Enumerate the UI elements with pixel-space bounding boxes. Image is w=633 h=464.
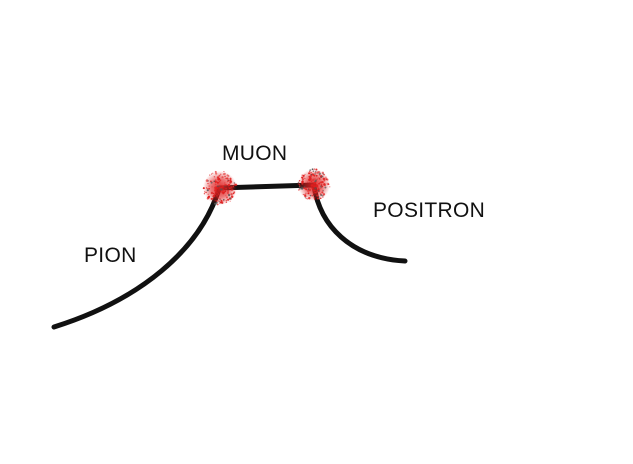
positron-track [311, 183, 408, 264]
muon-decay-vertex [297, 168, 331, 201]
muon-label: MUON [222, 142, 288, 165]
pion-decay-vertex [202, 170, 238, 206]
pion-track [51, 186, 222, 330]
positron-label: POSITRON [373, 199, 486, 222]
pion-label: PION [84, 244, 137, 267]
